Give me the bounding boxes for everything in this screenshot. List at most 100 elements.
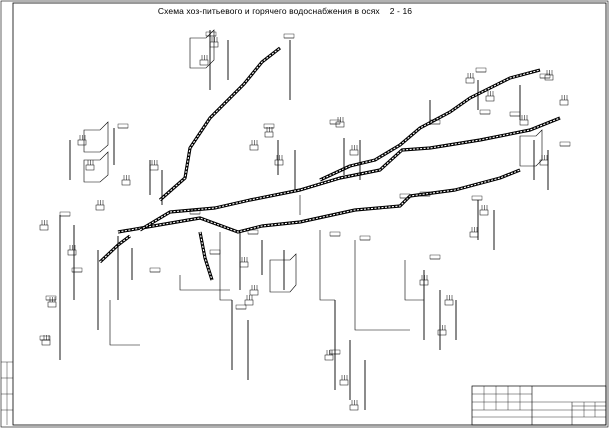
fixture-32 (539, 155, 549, 166)
pipe-network (98, 46, 561, 346)
fixture-15 (559, 95, 569, 106)
main-pipe-upper (158, 46, 281, 202)
annotation-box-19 (559, 141, 571, 147)
fixture-body-30 (249, 144, 259, 151)
fixture-body-17 (469, 231, 479, 238)
title-block (471, 385, 607, 426)
fixture-body-12 (465, 77, 475, 84)
fixture-22 (339, 375, 349, 386)
fixture-23 (349, 400, 359, 411)
drawing-title-axes: 2 - 16 (389, 6, 413, 16)
fixture-body-32 (539, 159, 549, 166)
branch-pipe-2 (319, 230, 335, 301)
fixture-body-7 (199, 59, 209, 66)
annotation-box-14 (329, 231, 341, 237)
drawing-title: Схема хоз-питьевого и горячего водоснабж… (0, 6, 560, 16)
fixture-body-4 (47, 301, 57, 308)
main-pipe-middle (139, 116, 561, 232)
fixture-28 (121, 175, 131, 186)
fixture-body-27 (149, 164, 159, 171)
annotation-box-25 (149, 267, 161, 273)
fixture-group (39, 29, 569, 411)
fixture-29 (67, 245, 77, 256)
main-pipe-right (319, 68, 541, 182)
riser-group (59, 30, 549, 410)
fixture-body-0 (77, 139, 87, 146)
fixture-26 (437, 325, 447, 336)
tank-outline-4 (519, 129, 543, 167)
tank-outline-3 (269, 253, 297, 293)
fixture-17 (469, 227, 479, 238)
fixture-9 (274, 155, 284, 166)
fixture-30 (249, 140, 259, 151)
annotation-box-23 (117, 123, 129, 129)
annotation-box-15 (429, 254, 441, 260)
fixture-body-3 (39, 224, 49, 231)
fixture-18 (239, 257, 249, 268)
label-group (39, 31, 571, 355)
fixture-body-9 (274, 159, 284, 166)
main-pipe-upper-hatch (159, 47, 281, 201)
fixture-body-8 (264, 131, 274, 138)
annotation-box-12 (471, 195, 483, 201)
fixture-20 (244, 295, 254, 306)
main-pipe-west (98, 234, 131, 264)
tank-outline-1 (83, 151, 109, 183)
drawing-title-text: Схема хоз-питьевого и горячего водоснабж… (157, 6, 380, 16)
branch-pipe-6 (179, 275, 230, 291)
tank-outline-2 (189, 29, 215, 69)
fixture-body-24 (419, 279, 429, 286)
fixture-13 (485, 91, 495, 102)
fixture-body-11 (349, 149, 359, 156)
fixture-body-20 (244, 299, 254, 306)
fixture-27 (149, 160, 159, 171)
fixture-body-16 (479, 209, 489, 216)
fixture-body-15 (559, 99, 569, 106)
fixture-body-26 (437, 329, 447, 336)
fixture-14 (544, 70, 554, 81)
annotation-box-7 (45, 295, 57, 301)
fixture-body-14 (544, 74, 554, 81)
fixture-body-19 (249, 289, 259, 296)
fixture-11 (349, 145, 359, 156)
fixture-body-23 (349, 404, 359, 411)
annotation-box-8 (39, 335, 51, 341)
annotation-box-5 (263, 123, 275, 129)
main-pipe-south-hatch (199, 231, 213, 281)
fixture-4 (47, 297, 57, 308)
annotation-box-21 (479, 109, 491, 115)
fixture-body-2 (95, 204, 105, 211)
annotation-box-9 (71, 267, 83, 273)
annotation-box-6 (59, 211, 71, 217)
fixture-body-29 (67, 249, 77, 256)
fixture-body-28 (121, 179, 131, 186)
main-pipe-middle-hatch (139, 117, 561, 231)
fixture-body-1 (85, 164, 95, 171)
annotation-box-17 (235, 304, 247, 310)
tank-outline-0 (83, 121, 109, 153)
fixture-19 (249, 285, 259, 296)
branch-pipe-1 (219, 232, 232, 301)
annotation-box-1 (283, 33, 295, 39)
fixture-12 (465, 73, 475, 84)
fixture-31 (519, 115, 529, 126)
annotation-box-18 (209, 249, 221, 255)
fixture-body-18 (239, 261, 249, 268)
annotation-box-26 (359, 235, 371, 241)
main-pipe-lower-hatch (117, 169, 521, 233)
fixture-body-31 (519, 119, 529, 126)
fixture-body-22 (339, 379, 349, 386)
fixture-3 (39, 220, 49, 231)
branch-pipe-3 (354, 240, 410, 331)
fixture-body-5 (41, 339, 51, 346)
fixture-25 (444, 295, 454, 306)
fixture-7 (199, 55, 209, 66)
fixture-0 (77, 135, 87, 146)
fixture-16 (479, 205, 489, 216)
fixture-body-21 (324, 354, 334, 361)
fixture-8 (264, 127, 274, 138)
annotation-box-2 (475, 67, 487, 73)
